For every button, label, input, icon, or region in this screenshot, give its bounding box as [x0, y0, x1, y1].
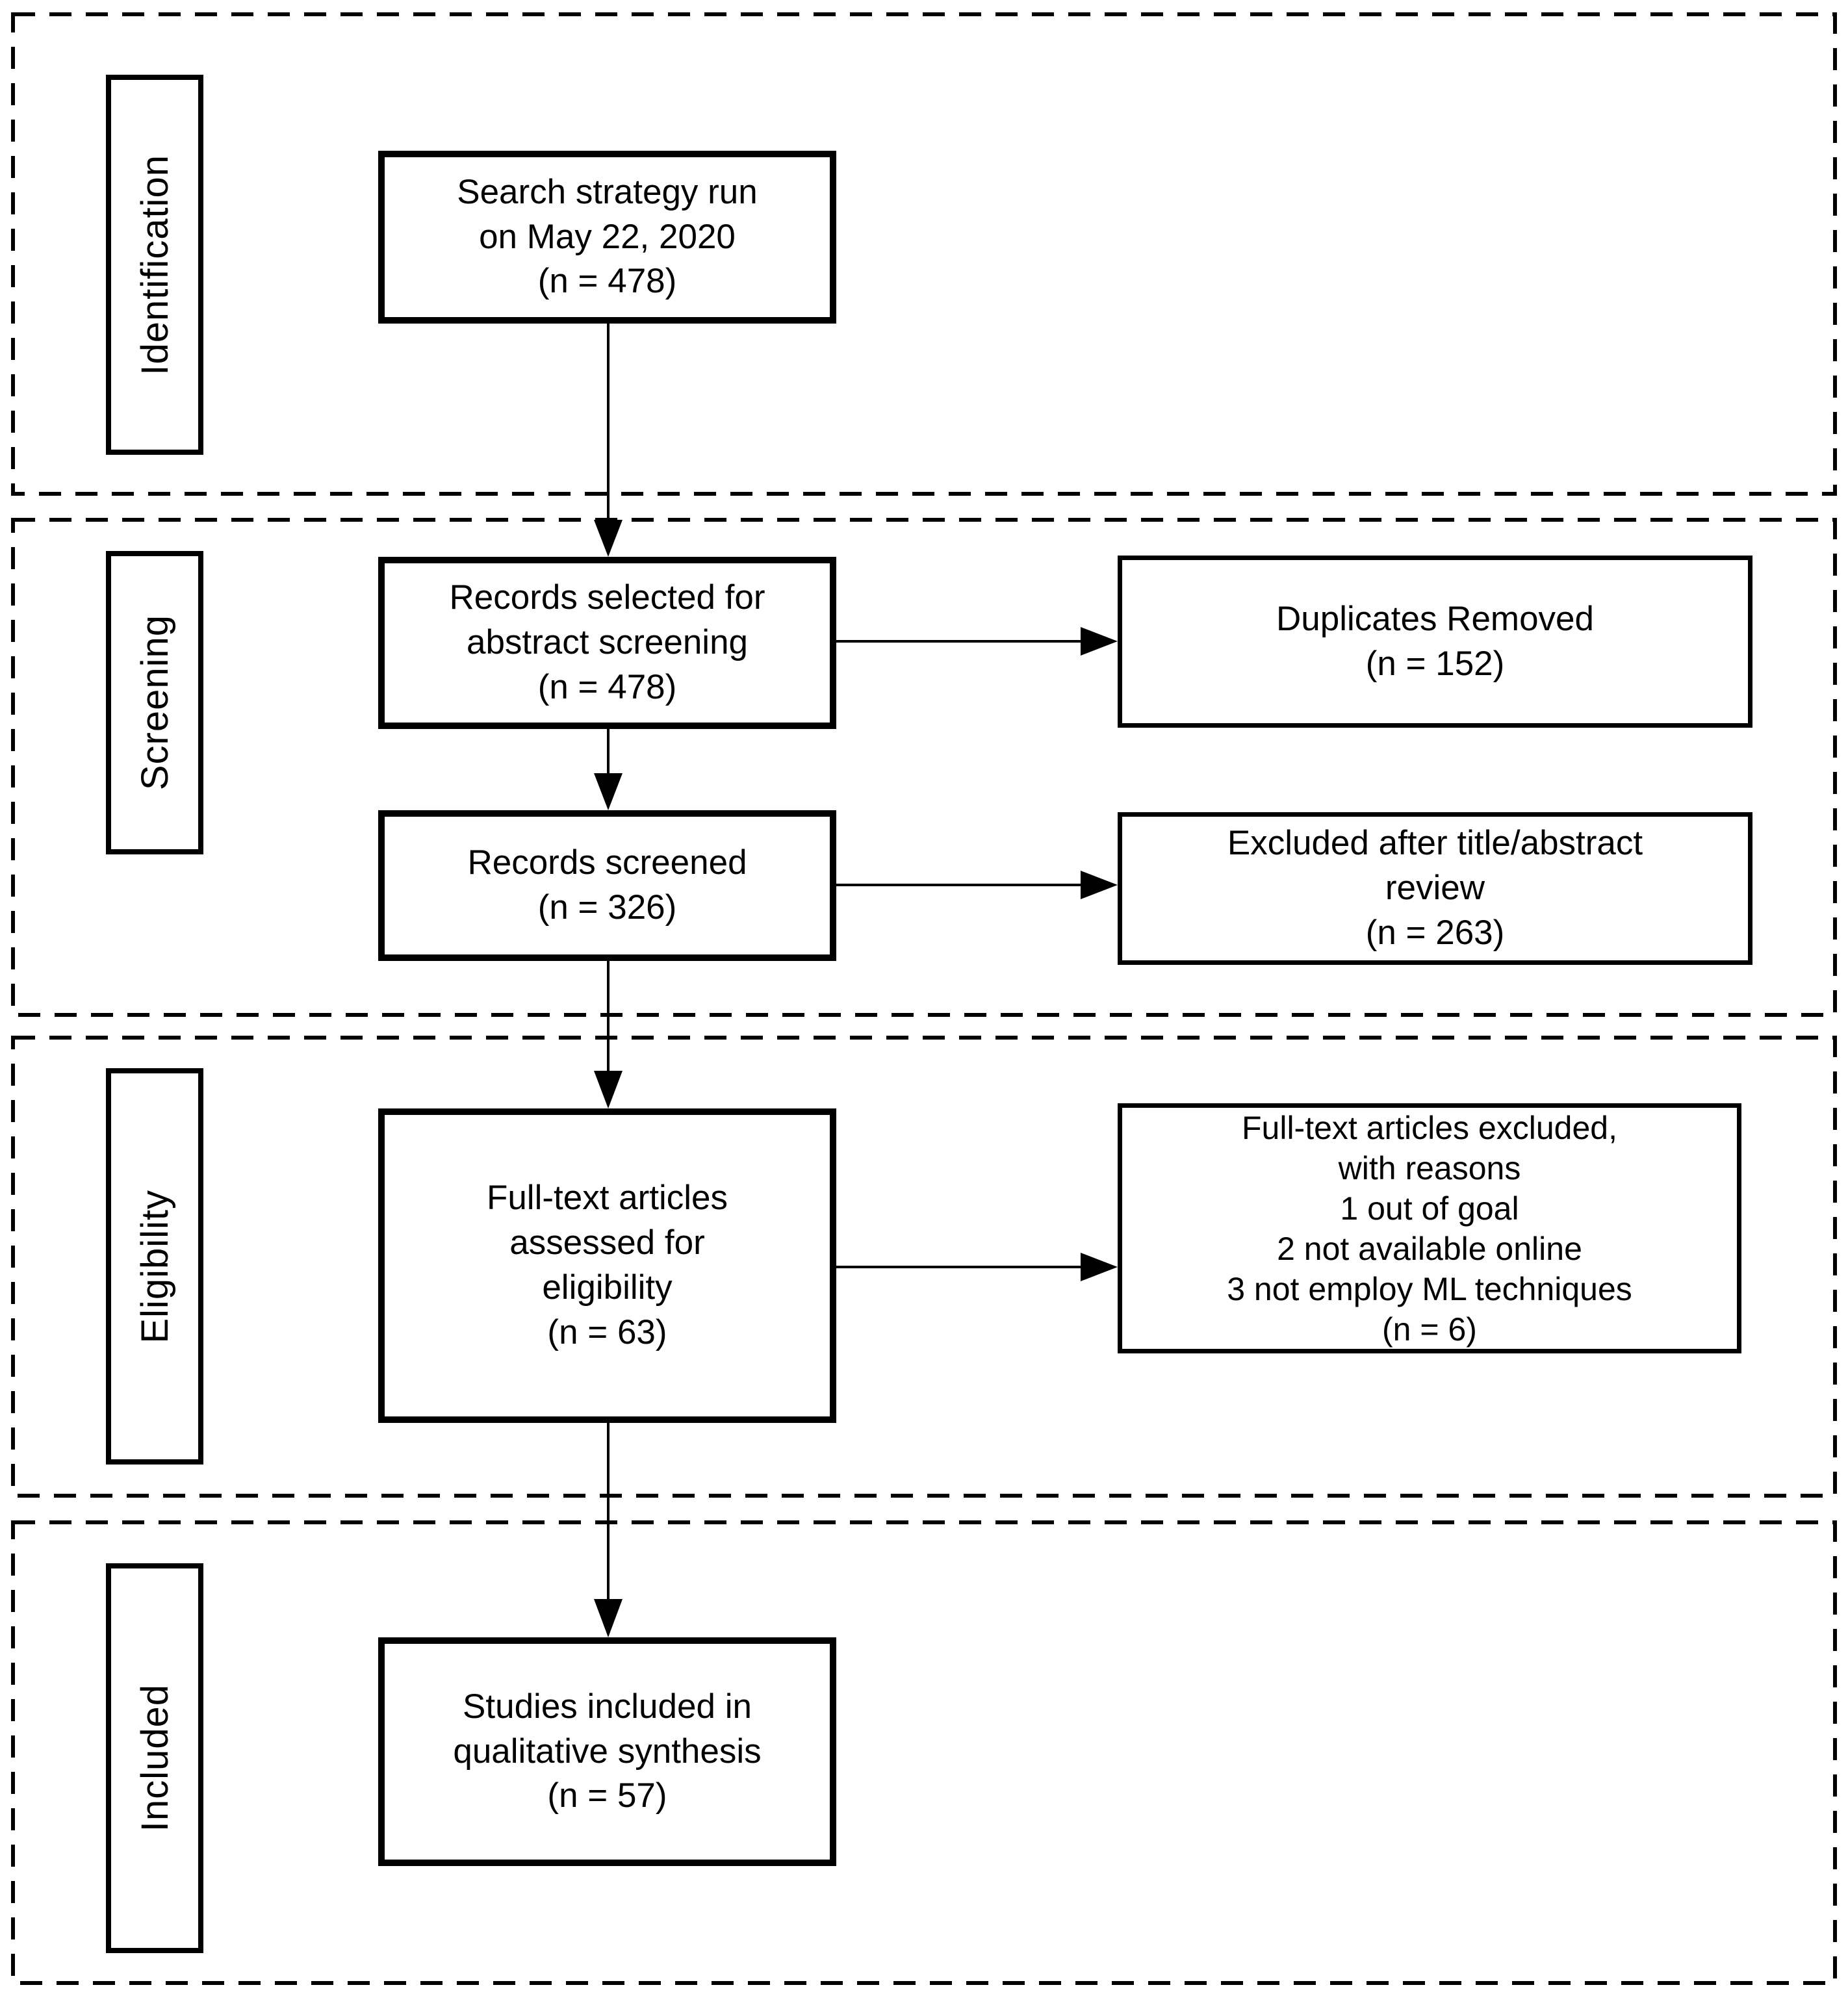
arrowhead-right-icon — [1081, 1253, 1118, 1281]
stage-label-included: Included — [106, 1563, 203, 1953]
flow-box-fulltext-assessed: Full-text articles assessed for eligibil… — [378, 1108, 836, 1423]
band-included-border — [11, 1520, 1837, 1985]
flow-box-search-strategy: Search strategy run on May 22, 2020 (n =… — [378, 151, 836, 324]
side-box-excluded-title-abstract: Excluded after title/abstract review (n … — [1118, 812, 1752, 965]
flow-box-records-screened: Records screened (n = 326) — [378, 810, 836, 961]
arrow-fulltext-to-included — [594, 1423, 622, 1637]
arrowhead-down-icon — [594, 1071, 622, 1108]
flow-box-studies-included: Studies included in qualitative synthesi… — [378, 1637, 836, 1866]
stage-label-eligibility: Eligibility — [106, 1068, 203, 1465]
flow-box-text: Full-text articles assessed for eligibil… — [486, 1179, 728, 1351]
stage-label-identification: Identification — [106, 75, 203, 455]
side-box-text: Full-text articles excluded, with reason… — [1227, 1109, 1632, 1348]
flow-box-text: Records selected for abstract screening … — [449, 578, 765, 706]
arrow-selected-to-duplicates — [836, 627, 1118, 656]
stage-label-text: Eligibility — [133, 1189, 176, 1344]
arrowhead-right-icon — [1081, 871, 1118, 899]
flow-box-text: Studies included in qualitative synthesi… — [453, 1687, 762, 1815]
stage-label-text: Included — [133, 1684, 176, 1832]
side-box-text: Excluded after title/abstract review (n … — [1227, 824, 1643, 952]
arrowhead-down-icon — [594, 1599, 622, 1637]
stage-label-screening: Screening — [106, 551, 203, 854]
arrow-search-to-selected — [594, 324, 622, 557]
side-box-duplicates-removed: Duplicates Removed (n = 152) — [1118, 556, 1752, 728]
arrow-screened-to-fulltext — [594, 961, 622, 1108]
arrow-screened-to-excluded — [836, 871, 1118, 899]
stage-label-text: Screening — [133, 615, 176, 791]
side-box-text: Duplicates Removed (n = 152) — [1276, 599, 1594, 683]
side-box-fulltext-excluded: Full-text articles excluded, with reason… — [1118, 1103, 1741, 1353]
arrowhead-right-icon — [1081, 627, 1118, 656]
arrowhead-down-icon — [594, 773, 622, 810]
band-identification-border — [11, 12, 1837, 496]
arrow-selected-to-screened — [594, 729, 622, 810]
band-eligibility-border — [11, 1036, 1837, 1498]
flow-box-records-selected: Records selected for abstract screening … — [378, 557, 836, 729]
flow-box-text: Search strategy run on May 22, 2020 (n =… — [457, 172, 758, 301]
band-screening-border — [11, 518, 1837, 1017]
arrowhead-down-icon — [594, 520, 622, 557]
arrow-fulltext-to-excluded — [836, 1253, 1118, 1281]
stage-label-text: Identification — [133, 154, 176, 376]
flow-box-text: Records screened (n = 326) — [467, 843, 747, 927]
